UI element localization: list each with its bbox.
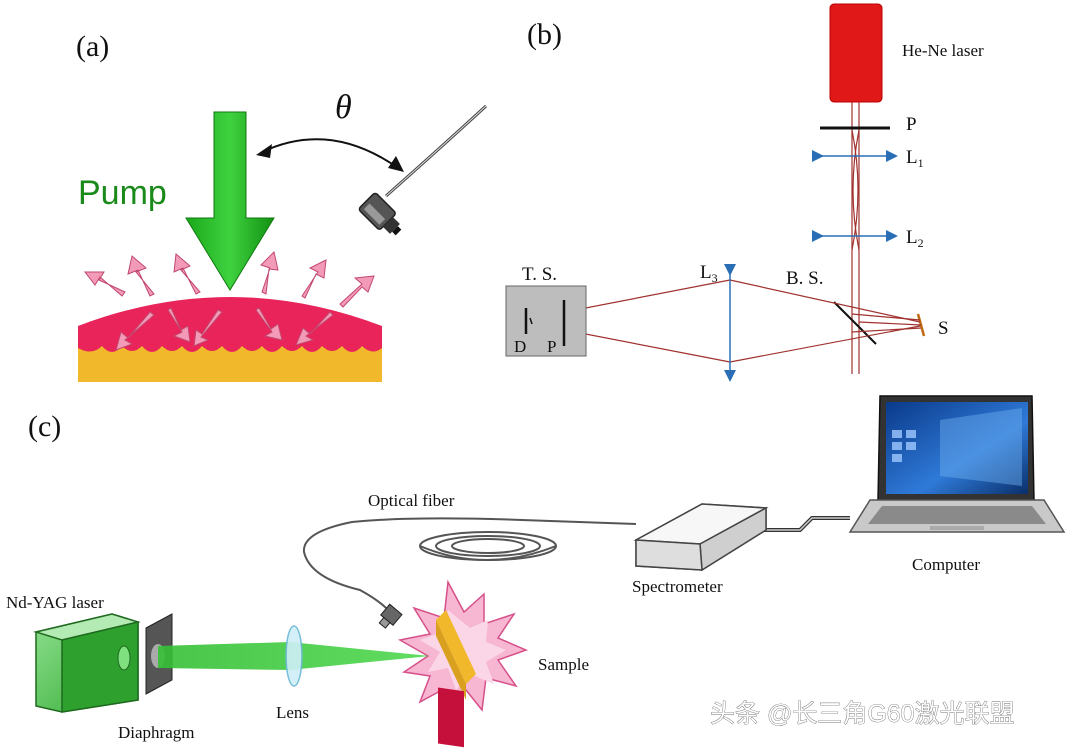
spectrometer <box>633 503 769 572</box>
lens-l1-label: L1 <box>906 147 924 170</box>
emission-arrow <box>173 253 201 295</box>
emission-arrow <box>167 307 191 343</box>
beam-splitter <box>833 301 877 345</box>
spectrometer-label: Spectrometer <box>632 577 723 596</box>
focusing-lens <box>285 625 303 687</box>
sample-label-c: Sample <box>538 655 589 674</box>
computer-label: Computer <box>912 555 980 574</box>
panel-c-label: (c) <box>28 410 61 443</box>
emission-arrow <box>83 271 126 297</box>
detection-beams <box>533 279 921 363</box>
panel-b-label: (b) <box>527 18 562 51</box>
sample-label: S <box>938 318 949 339</box>
pump-label: Pump <box>78 174 167 212</box>
lens-label: Lens <box>276 703 309 722</box>
panel-a-label: (a) <box>76 30 109 63</box>
test-system-label: T. S. <box>522 264 557 285</box>
emission-arrow <box>260 251 279 295</box>
he-ne-laser-label: He-Ne laser <box>902 41 984 60</box>
pump-arrow <box>185 111 275 291</box>
panel-b: (b) He-Ne laser P L1 L2 B. S. S <box>505 3 984 382</box>
emission-arrows <box>83 251 375 351</box>
emission-arrow <box>295 311 334 346</box>
panel-a: (a) Pump θ <box>76 30 488 382</box>
angle-arrowhead-left <box>256 144 272 158</box>
test-system-box <box>505 285 587 357</box>
emission-arrow <box>255 307 283 341</box>
angle-arrowhead-right <box>388 156 404 172</box>
watermark: 头条 @长三角G60激光联盟 <box>710 700 1015 728</box>
computer <box>848 395 1066 533</box>
vertical-beam <box>851 102 860 374</box>
pinhole-label: P <box>547 337 556 356</box>
lens-l2-label: L2 <box>906 227 924 250</box>
lens-l3-label: L3 <box>700 262 718 285</box>
beam-splitter-label: B. S. <box>786 268 824 289</box>
detector-label: D <box>514 337 526 356</box>
probe-head <box>358 192 402 236</box>
nd-yag-laser <box>33 613 141 713</box>
emission-arrow <box>193 309 223 347</box>
angle-arc <box>261 138 399 169</box>
emission-arrow <box>115 311 155 351</box>
optical-fiber <box>302 517 637 609</box>
panel-c: (c) Computer Spectrometer <box>6 395 1066 748</box>
polarizer-label: P <box>906 114 917 135</box>
emission-arrow <box>127 255 155 297</box>
emission-arrow <box>301 259 327 299</box>
he-ne-laser <box>829 3 883 103</box>
diaphragm-label: Diaphragm <box>118 723 194 742</box>
theta-label: θ <box>335 89 352 126</box>
nd-yag-laser-label: Nd-YAG laser <box>6 593 104 612</box>
optical-fiber-label: Optical fiber <box>368 491 455 510</box>
sample-plate <box>436 610 476 748</box>
emission-arrow <box>339 275 375 308</box>
fiber-probe <box>378 603 403 629</box>
